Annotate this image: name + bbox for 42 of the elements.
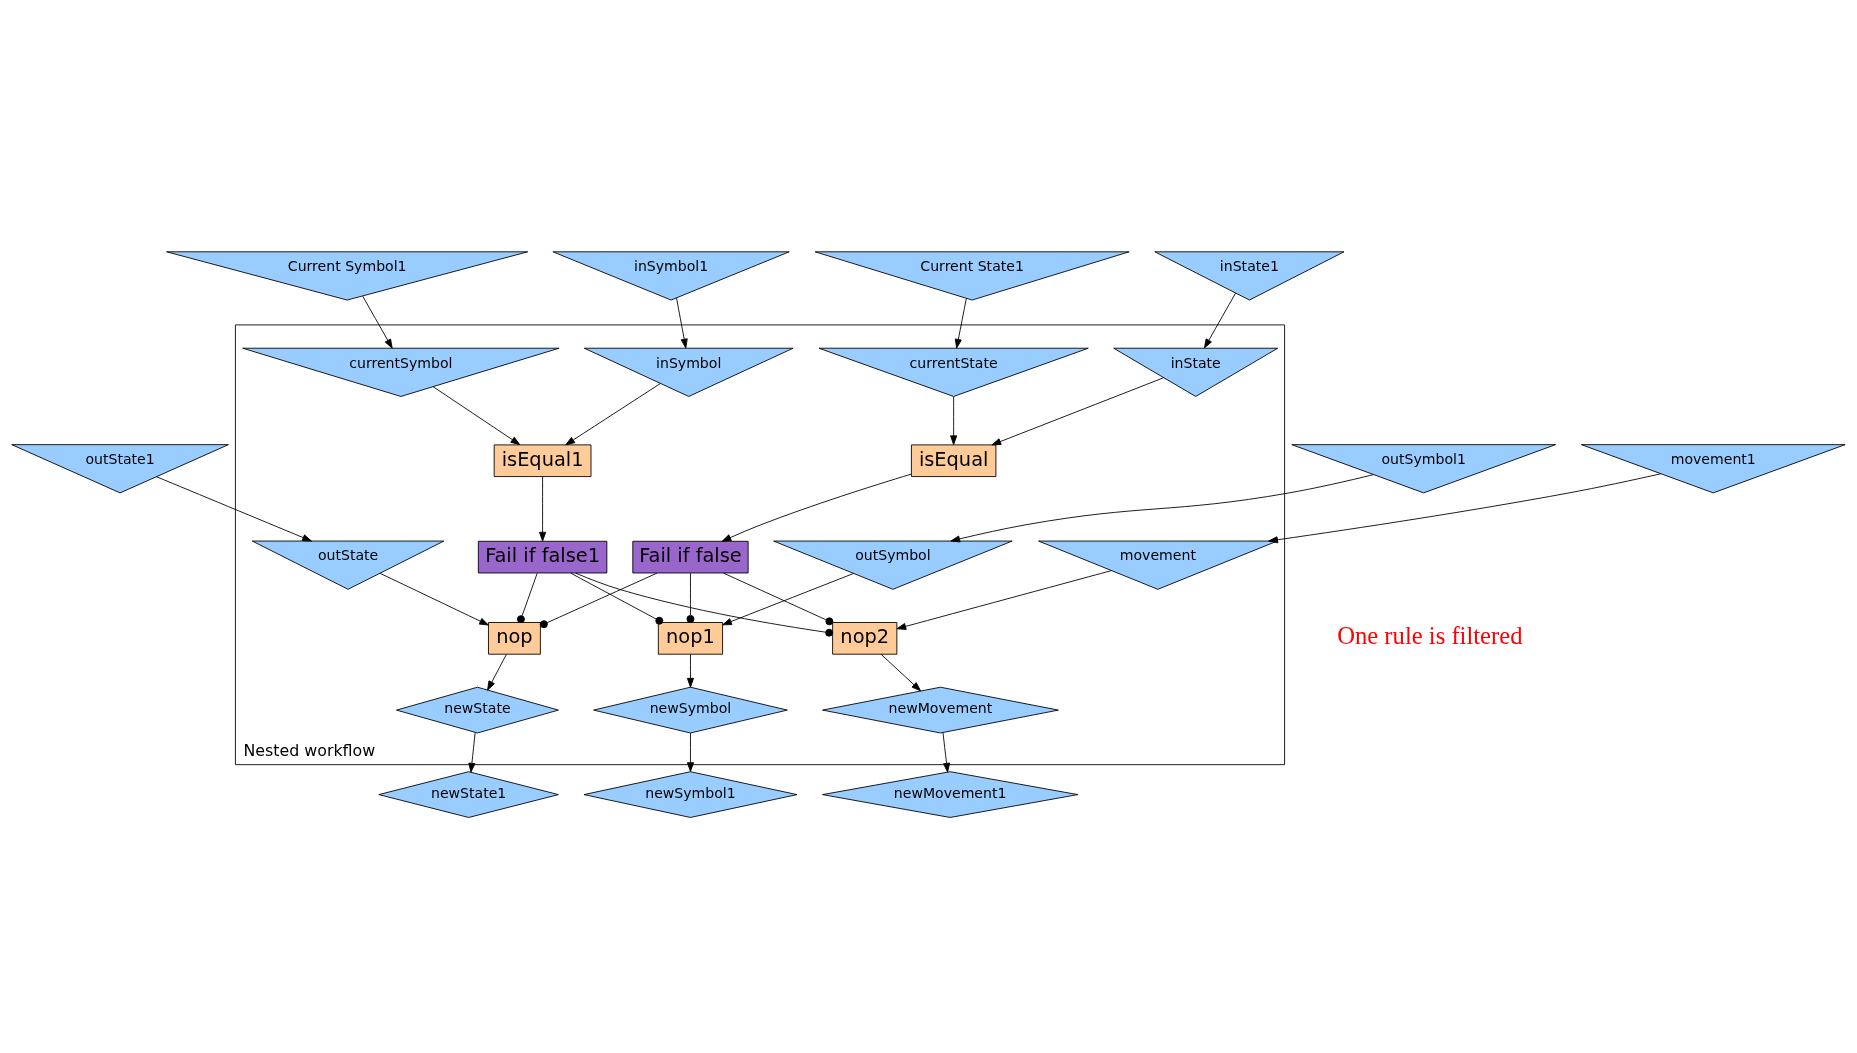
arrow	[362, 295, 393, 349]
node-box: Fail if false	[632, 540, 749, 574]
connector	[575, 572, 834, 637]
arrow	[686, 732, 694, 772]
arrow	[722, 573, 855, 626]
node-box: Fail if false1	[477, 540, 608, 574]
arrow	[942, 732, 951, 773]
arrow	[686, 653, 694, 688]
node-box: nop1	[657, 622, 724, 655]
arrow	[954, 298, 967, 349]
connector	[570, 572, 664, 625]
arrow	[991, 377, 1164, 446]
arrow	[880, 653, 921, 692]
arrow	[379, 572, 489, 626]
node-diamond: newState	[396, 686, 559, 734]
arrow	[156, 476, 312, 542]
arrow	[1204, 292, 1236, 349]
arrow	[950, 474, 1374, 543]
connector	[686, 572, 695, 623]
node-box: nop	[488, 622, 541, 655]
connector	[723, 572, 834, 626]
arrow	[468, 732, 476, 773]
arrow	[676, 297, 688, 349]
arrow	[487, 653, 507, 691]
node-diamond: newMovement1	[822, 771, 1079, 818]
node-diamond: newSymbol	[593, 686, 788, 734]
arrow	[565, 383, 661, 446]
arrow	[896, 570, 1112, 630]
node-diamond: newMovement	[822, 686, 1059, 734]
label: One rule is filtered	[1337, 622, 1523, 650]
arrow	[950, 396, 958, 446]
arrow	[539, 476, 547, 542]
arrow	[432, 386, 521, 446]
connector	[516, 572, 538, 624]
node-box: isEqual	[910, 444, 997, 477]
node-box: isEqual1	[493, 444, 592, 477]
node-diamond: newState1	[378, 771, 559, 818]
node-diamond: newSymbol1	[583, 771, 798, 818]
connector	[539, 572, 658, 629]
node-box: nop2	[832, 622, 898, 655]
arrow	[721, 473, 912, 542]
arrow	[1268, 473, 1662, 544]
